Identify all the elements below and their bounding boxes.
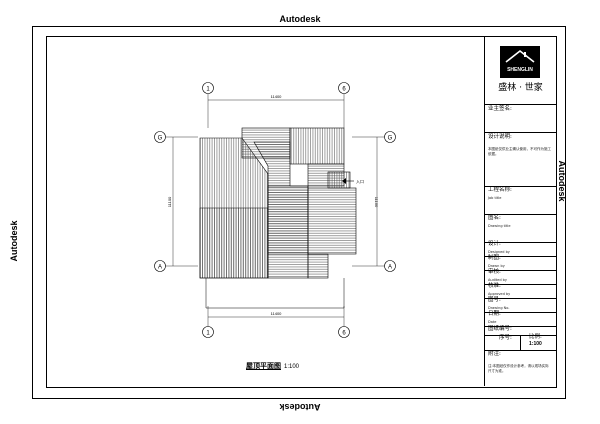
entry-marker: 入口	[342, 178, 364, 184]
owner-cell: 业主签名:	[485, 104, 556, 133]
grid-label-a-left: A	[158, 265, 162, 271]
house-icon	[505, 49, 535, 63]
outer-border	[32, 26, 566, 399]
grid-label-g-left: G	[158, 136, 163, 142]
entry-label: 入口	[356, 179, 364, 184]
watermark-top: Autodesk	[279, 14, 321, 24]
drawing-name-cell: 图名: Drawing title	[485, 214, 556, 243]
grid-bubble-g-left	[154, 131, 166, 143]
roof-plan: 1 6 1 6 G A G A 11400 11400 11100 11100 …	[154, 82, 396, 338]
logo-cell: SHENGLIN 盛林 · 世家	[485, 36, 556, 105]
roof-upper-right	[289, 127, 345, 165]
grid-bubble-a-right	[384, 260, 396, 272]
remark-cell: 附注: 注:本图纸仅作设计参考，请以现场实际尺寸为准。	[488, 351, 549, 373]
roof-left-lower	[199, 207, 269, 279]
watermark-bottom: Autodesk	[279, 402, 321, 412]
watermark-left: Autodesk	[9, 220, 19, 262]
entry-canopy	[327, 171, 351, 189]
grid-bubble-6-bottom	[338, 326, 350, 338]
roof-right-wing	[307, 187, 357, 255]
company-logo: SHENGLIN	[500, 46, 540, 78]
grid-label-6-top: 6	[342, 87, 346, 93]
dim-top: 11400	[271, 94, 283, 99]
dim-right: 11100	[374, 197, 379, 208]
dim-bottom: 11400	[271, 311, 283, 316]
grid-label-a-right: A	[388, 265, 392, 271]
grid-bubble-a-left	[154, 260, 166, 272]
grid-bubble-1-bottom	[202, 326, 214, 338]
seq-scale-cell: 序号: 比例: 1:100	[485, 334, 556, 351]
grid-label-g-right: G	[388, 136, 393, 142]
scale-value: 1:100	[529, 341, 542, 347]
company-name: 盛林 · 世家	[498, 83, 543, 93]
logo-text: SHENGLIN	[507, 67, 533, 73]
project-cell: 工程名称: Job title	[485, 186, 556, 215]
grid-bubble-6-top	[338, 82, 350, 94]
roof-center-lower	[267, 185, 309, 279]
grid-bubble-g-right	[384, 131, 396, 143]
grid-label-6-bottom: 6	[342, 331, 346, 337]
grid-label-1-bottom: 1	[206, 331, 210, 337]
design-notes-cell: 设计说明: 本图纸仅供业主确认使用，不可作为施工依据。	[485, 132, 556, 187]
title-block: SHENGLIN 盛林 · 世家 业主签名: 设计说明: 本图纸仅供业主确认使用…	[484, 36, 556, 386]
dim-left: 11100	[167, 196, 172, 207]
grid-label-1-top: 1	[206, 87, 210, 93]
drawing-border	[46, 36, 557, 388]
grid-bubble-1-top	[202, 82, 214, 94]
roof-bottom-strip	[307, 253, 329, 279]
